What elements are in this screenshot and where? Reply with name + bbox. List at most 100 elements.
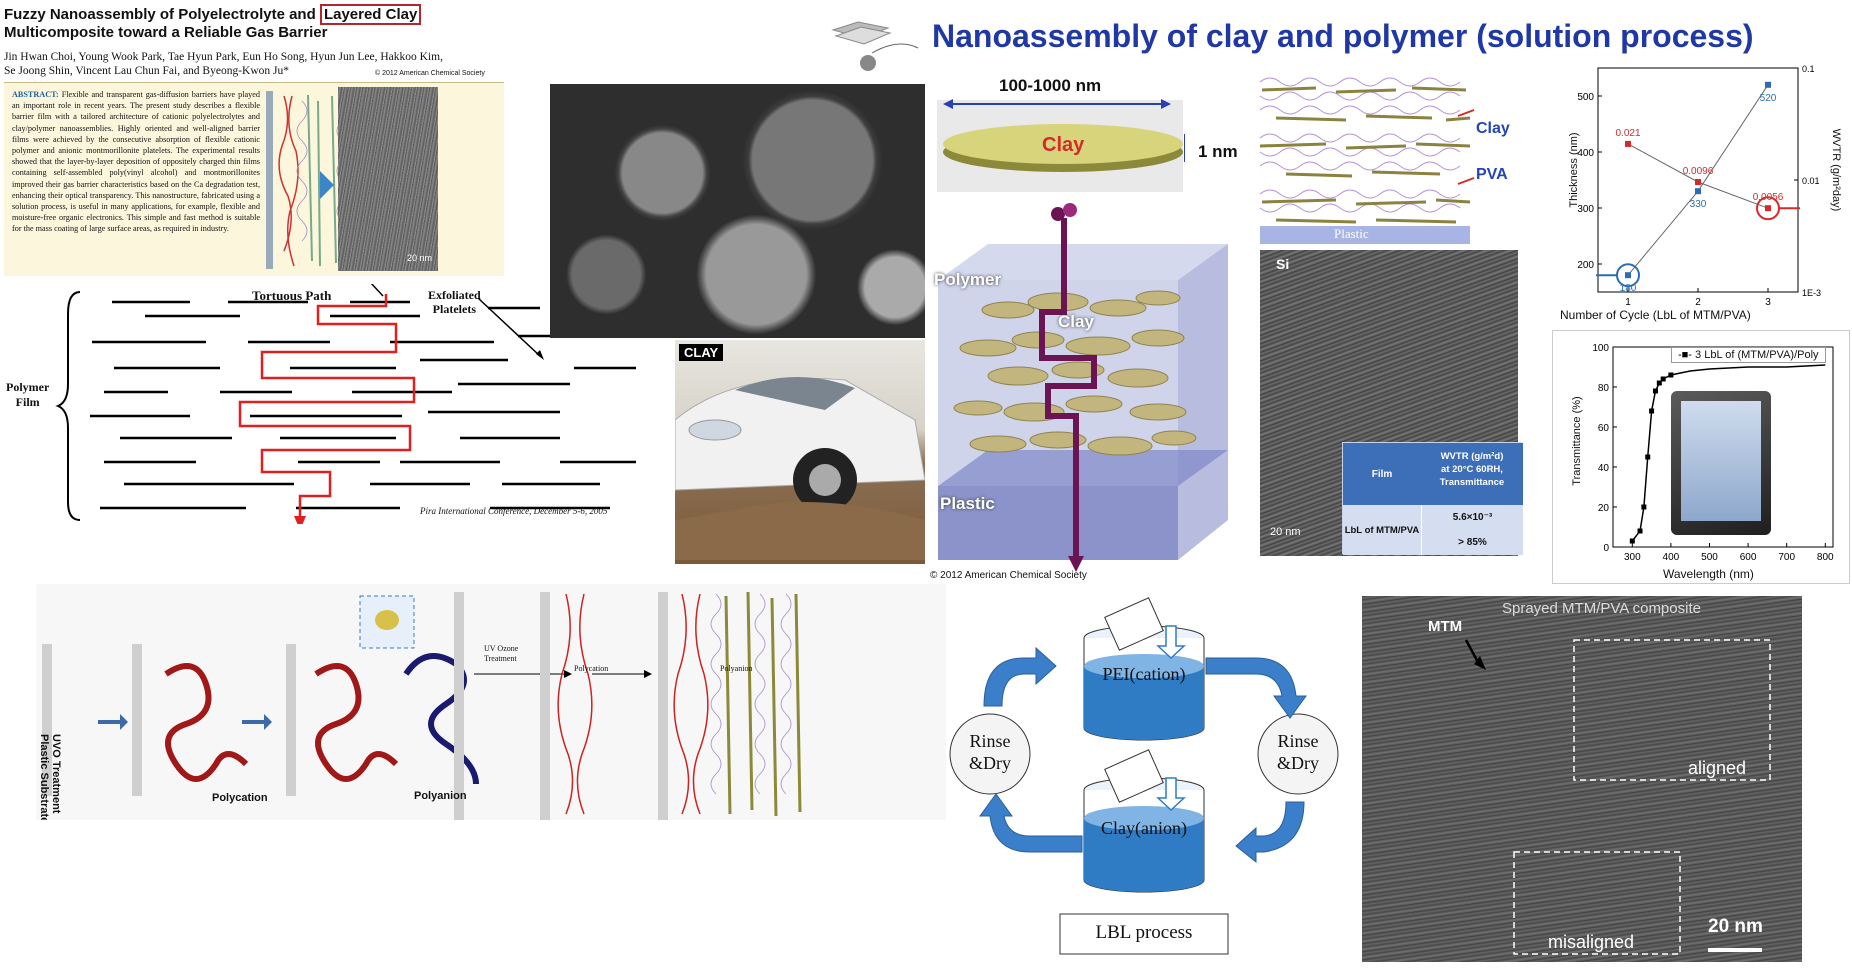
authors-line2: Se Joong Shin, Vincent Lau Chun Fai, and… xyxy=(4,65,289,77)
tortuous-path-diagram: Tortuous Path Exfoliated Platelets Polym… xyxy=(0,284,666,524)
y-tick-label: 20 xyxy=(1598,503,1610,514)
pva-chains xyxy=(1259,77,1461,213)
data-label: 520 xyxy=(1760,93,1777,104)
clay-layers xyxy=(1259,86,1471,224)
sprayed-tem-scale: 20 nm xyxy=(1708,916,1763,937)
y-tick-label: 0 xyxy=(1603,543,1609,554)
sprayed-tem-title: Sprayed MTM/PVA composite xyxy=(1502,600,1701,617)
paper-title-part1: Fuzzy Nanoassembly of Polyelectrolyte an… xyxy=(4,6,316,23)
data-point xyxy=(1641,504,1647,510)
x-tick-label: 800 xyxy=(1817,552,1834,563)
transmittance-xlabel: Wavelength (nm) xyxy=(1663,567,1754,581)
y-tick-label: 40 xyxy=(1598,463,1610,474)
lbl-process-diagram: PEI(cation) Clay(anion) Rinse &Dry Rinse… xyxy=(944,596,1344,958)
data-point xyxy=(1625,140,1631,147)
y-tick-label: 300 xyxy=(1577,204,1594,215)
cube-copyright: © 2012 American Chemical Society xyxy=(930,570,1087,581)
exfoliated-label: Exfoliated Platelets xyxy=(428,288,481,316)
conference-footer: Pira International Conference, December … xyxy=(420,506,608,516)
wvtr-header-line3: Transmittance xyxy=(1439,477,1505,488)
clay-discs xyxy=(953,290,1197,456)
x-tick-label: 2 xyxy=(1695,297,1701,308)
wvtr-row-film: LbL of MTM/PVA xyxy=(1343,505,1421,555)
data-label: 0.0096 xyxy=(1683,166,1714,177)
thickness-ylabel: Thickness (nm) xyxy=(1568,132,1580,208)
cube-polymer-label: Polymer xyxy=(934,270,1002,289)
clay-anion-label: Clay(anion) xyxy=(1101,818,1187,838)
y2-tick-label: 0.01 xyxy=(1802,176,1820,186)
flexible-film-photo xyxy=(1671,391,1771,535)
data-point xyxy=(1645,454,1651,460)
arrow-polycation-label: Polycation xyxy=(574,664,609,673)
layers-svg xyxy=(1259,77,1475,244)
wvtr-header-line1: WVTR (g/m²d) xyxy=(1440,451,1504,462)
legend-label: 3 LbL of (MTM/PVA)/Poly xyxy=(1695,349,1819,361)
x-tick-label: 700 xyxy=(1778,552,1795,563)
uv-ozone-label: UV Ozone Treatment xyxy=(484,644,518,664)
data-point xyxy=(1629,538,1635,544)
y-tick-label: 100 xyxy=(1592,343,1609,354)
sprayed-tem-image: Sprayed MTM/PVA composite MTM aligned mi… xyxy=(1362,596,1802,962)
y-tick-label: 400 xyxy=(1577,148,1594,159)
wvtr-row-transmittance: > 85% xyxy=(1421,530,1523,555)
data-point xyxy=(1637,528,1643,534)
abstract-text: ABSTRACT: Flexible and transparent gas-d… xyxy=(12,89,260,235)
polyanion-label: Polyanion xyxy=(414,790,467,802)
platelets xyxy=(90,300,636,510)
wvtr-row-value: 5.6×10⁻³ xyxy=(1421,505,1523,530)
car-illustration xyxy=(675,376,925,560)
car-photo: CLAY xyxy=(675,340,925,564)
film-photo-inner xyxy=(1681,401,1761,521)
pei-label: PEI(cation) xyxy=(1102,664,1186,684)
y-tick-label: 200 xyxy=(1577,260,1594,271)
x-tick-label: 500 xyxy=(1701,552,1718,563)
transmittance-ylabel: Transmittance (%) xyxy=(1571,396,1583,486)
aligned-label: aligned xyxy=(1688,758,1747,778)
x-tick-label: 600 xyxy=(1740,552,1757,563)
lbl-scheme: UVO Treatment Plastic Substrate Polycati… xyxy=(36,584,946,820)
misaligned-label: misaligned xyxy=(1548,932,1635,952)
uvo-treatment-label: UVO Treatment Plastic Substrate xyxy=(38,734,62,820)
lbl-process-label: LBL process xyxy=(1095,922,1193,943)
x-tick-label: 300 xyxy=(1624,552,1641,563)
y2-tick-label: 0.1 xyxy=(1802,64,1815,74)
wvtr-ylabel: WVTR (g/m²day) xyxy=(1830,128,1842,212)
data-label: 0.021 xyxy=(1615,128,1640,139)
tortuous-path-svg xyxy=(55,284,636,524)
layers-clay-label: Clay xyxy=(1476,120,1510,137)
uvo-label-line1: UVO Treatment xyxy=(50,734,62,814)
platelet-size-label: 100-1000 nm xyxy=(999,76,1102,95)
tem-scale-label: 20 nm xyxy=(406,253,432,263)
cube-clay-label: Clay xyxy=(1058,312,1094,331)
arrow-polyanion-label: Polyanion xyxy=(720,664,753,673)
x-tick-label: 400 xyxy=(1663,552,1680,563)
tortuous-path-label: Tortuous Path xyxy=(252,288,332,303)
y-tick-label: 80 xyxy=(1598,383,1610,394)
data-point xyxy=(1668,372,1674,378)
logo-icon xyxy=(831,21,919,71)
paper-authors: Jin Hwan Choi, Young Wook Park, Tae Hyun… xyxy=(4,50,504,78)
data-point xyxy=(1649,408,1655,414)
platelet-clay-label: Clay xyxy=(1042,134,1085,156)
data-point xyxy=(1652,388,1658,394)
main-title: Nanoassembly of clay and polymer (soluti… xyxy=(932,18,1754,54)
uvo-label-line2: Plastic Substrate xyxy=(38,734,50,820)
data-point xyxy=(1656,380,1662,386)
layers-pva-label: PVA xyxy=(1476,166,1508,183)
data-point xyxy=(1625,272,1631,279)
uv-ozone-line2: Treatment xyxy=(484,654,517,663)
sem-image xyxy=(550,84,925,338)
rinse-right-line2: &Dry xyxy=(1277,753,1319,773)
rinse-left-label: Rinse &Dry xyxy=(950,730,1030,774)
paper-title-part2: Multicomposite toward a Reliable Gas Bar… xyxy=(4,24,328,41)
paper-copyright: © 2012 American Chemical Society xyxy=(375,70,485,77)
x-tick-label: 1 xyxy=(1625,297,1631,308)
data-point xyxy=(1765,205,1771,212)
paper-title: Fuzzy Nanoassembly of Polyelectrolyte an… xyxy=(4,4,524,42)
exfoliated-label-line2: Platelets xyxy=(432,302,476,316)
tem-si-label: Si xyxy=(1276,256,1290,272)
y-tick-label: 500 xyxy=(1577,92,1594,103)
cube-diagram: Polymer Clay Plastic xyxy=(928,200,1250,578)
